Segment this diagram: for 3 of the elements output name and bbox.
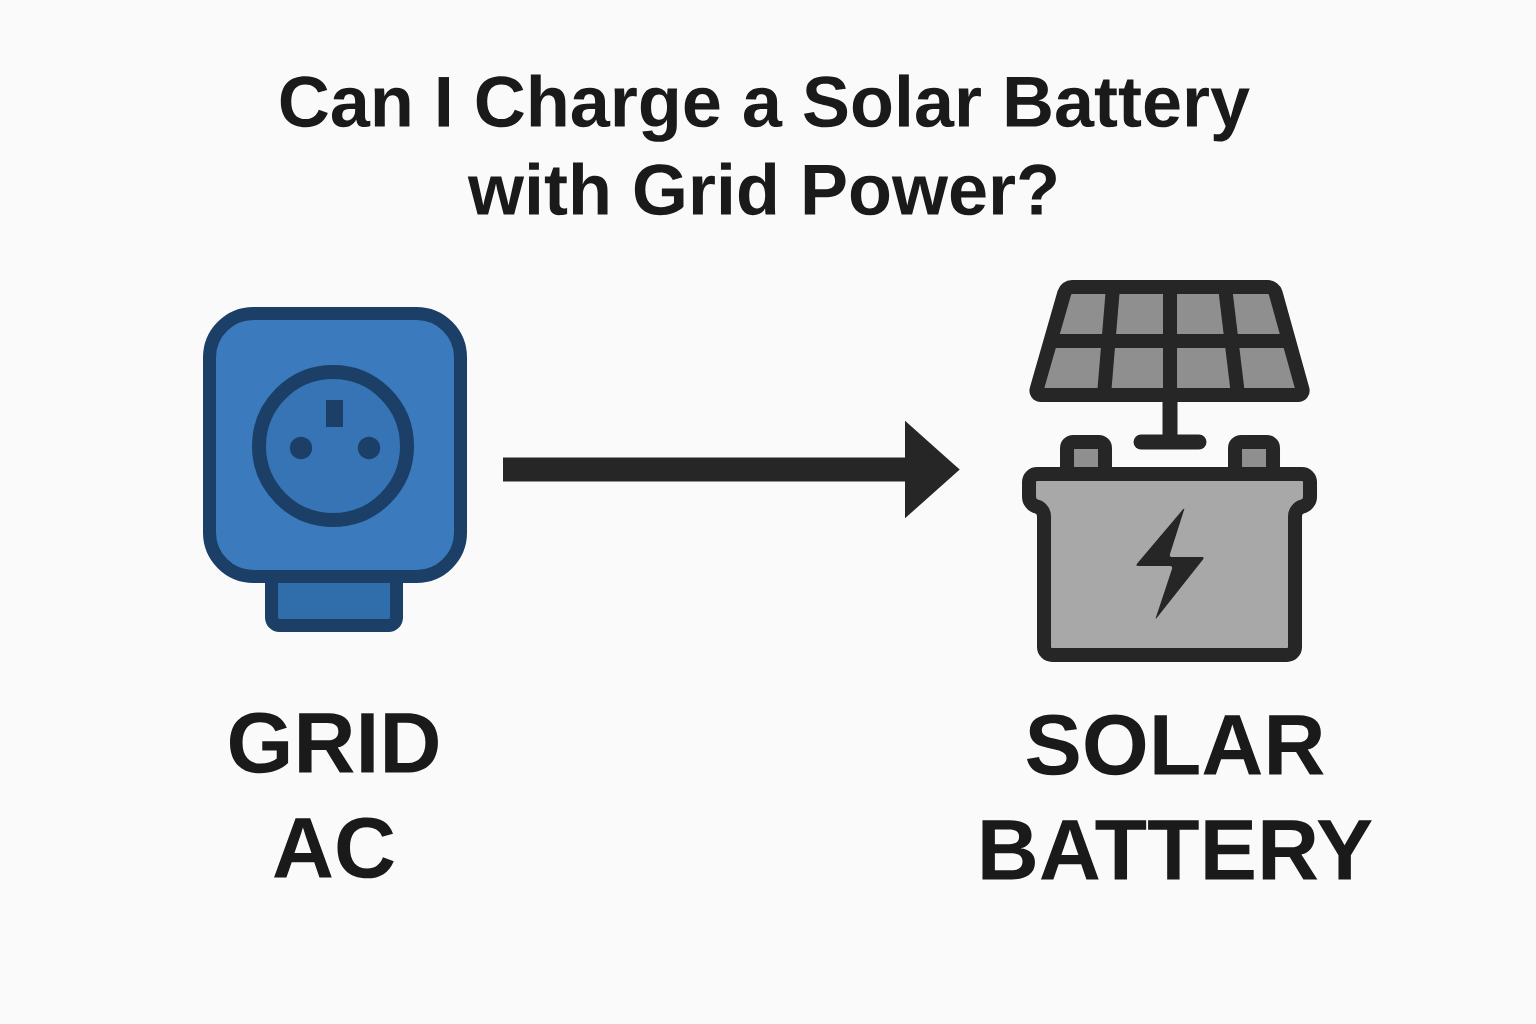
title: Can I Charge a Solar Battery with Grid Power? [280, 74, 1250, 216]
node-label: GRID AC [230, 712, 438, 879]
node-label: SOLAR BATTERY [982, 714, 1372, 880]
